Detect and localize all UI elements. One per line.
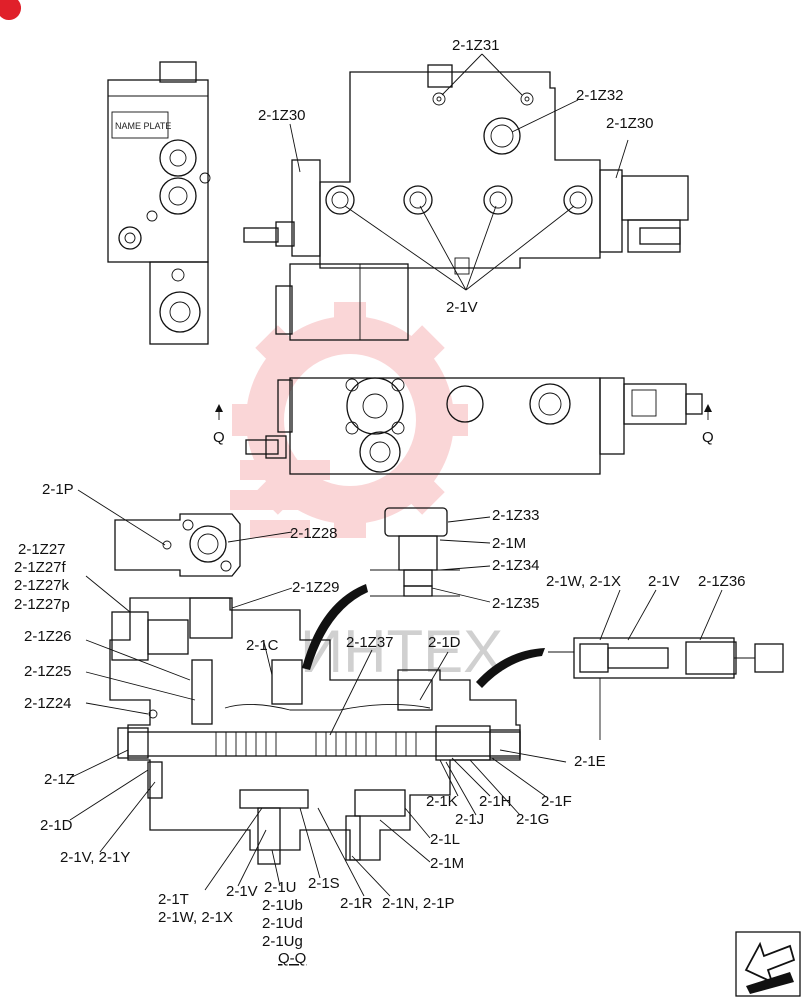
part-z36-detail <box>548 637 784 740</box>
label-z33: 2-1Z33 <box>492 507 540 524</box>
front-view <box>245 377 703 475</box>
label-v-top: 2-1V <box>446 299 478 316</box>
label-z30-left: 2-1Z30 <box>258 107 306 124</box>
label-f: 2-1F <box>541 793 572 810</box>
spool-lands <box>215 732 417 756</box>
label-q-left: Q <box>213 429 225 446</box>
label-np: 2-1N, 2-1P <box>382 895 455 912</box>
label-z29: 2-1Z29 <box>292 579 340 596</box>
label-j: 2-1J <box>455 811 484 828</box>
label-ud: 2-1Ud <box>262 915 303 932</box>
label-h: 2-1H <box>479 793 512 810</box>
detail-arrow-z33 <box>302 584 368 670</box>
label-v-right: 2-1V <box>648 573 680 590</box>
label-p: 2-1P <box>42 481 74 498</box>
top-view <box>243 64 689 341</box>
label-z34: 2-1Z34 <box>492 557 540 574</box>
label-e: 2-1E <box>574 753 606 770</box>
label-wx-bottom: 2-1W, 2-1X <box>158 909 233 926</box>
label-r: 2-1R <box>340 895 373 912</box>
label-l: 2-1L <box>430 831 460 848</box>
part-z33-detail <box>370 507 460 597</box>
label-t: 2-1T <box>158 891 189 908</box>
label-z27p: 2-1Z27p <box>14 596 70 613</box>
label-z28: 2-1Z28 <box>290 525 338 542</box>
label-d-left: 2-1D <box>40 817 73 834</box>
label-z27: 2-1Z27 <box>18 541 66 558</box>
label-m-top: 2-1M <box>492 535 526 552</box>
label-z36: 2-1Z36 <box>698 573 746 590</box>
label-v-bottom: 2-1V <box>226 883 258 900</box>
label-z: 2-1Z <box>44 771 75 788</box>
section-markers <box>215 404 712 420</box>
part-z28 <box>114 513 241 577</box>
label-z27k: 2-1Z27k <box>14 577 70 594</box>
label-k: 2-1K <box>426 793 458 810</box>
label-m-bottom: 2-1M <box>430 855 464 872</box>
label-z26: 2-1Z26 <box>24 628 72 645</box>
watermark-gear <box>230 302 468 538</box>
label-z32: 2-1Z32 <box>576 87 624 104</box>
label-qq: Q-Q <box>278 950 306 967</box>
arrow-icon[interactable] <box>735 931 801 997</box>
label-vy: 2-1V, 2-1Y <box>60 849 130 866</box>
watermark-text: ИНТЕХ <box>300 618 503 685</box>
side-view: NAME PLATE <box>107 61 211 345</box>
label-z31: 2-1Z31 <box>452 37 500 54</box>
label-z37: 2-1Z37 <box>346 634 394 651</box>
callout-labels: 2-1Z31 2-1Z32 2-1Z30 2-1Z30 2-1V Q Q 2-1… <box>14 37 746 967</box>
label-q-right: Q <box>702 429 714 446</box>
label-g: 2-1G <box>516 811 549 828</box>
label-z24: 2-1Z24 <box>24 695 72 712</box>
label-ug: 2-1Ug <box>262 933 303 950</box>
label-z35: 2-1Z35 <box>492 595 540 612</box>
label-z30-right: 2-1Z30 <box>606 115 654 132</box>
label-d-top: 2-1D <box>428 634 461 651</box>
label-c: 2-1C <box>246 637 279 654</box>
leader-lines <box>69 53 723 897</box>
label-s: 2-1S <box>308 875 340 892</box>
detail-arrow-z36 <box>476 648 545 688</box>
label-wx-right: 2-1W, 2-1X <box>546 573 621 590</box>
section-qq <box>109 597 521 865</box>
name-plate-text: NAME PLATE <box>115 121 171 131</box>
label-u: 2-1U <box>264 879 297 896</box>
logo-badge-icon <box>0 0 22 21</box>
label-z25: 2-1Z25 <box>24 663 72 680</box>
label-ub: 2-1Ub <box>262 897 303 914</box>
label-z27f: 2-1Z27f <box>14 559 67 576</box>
